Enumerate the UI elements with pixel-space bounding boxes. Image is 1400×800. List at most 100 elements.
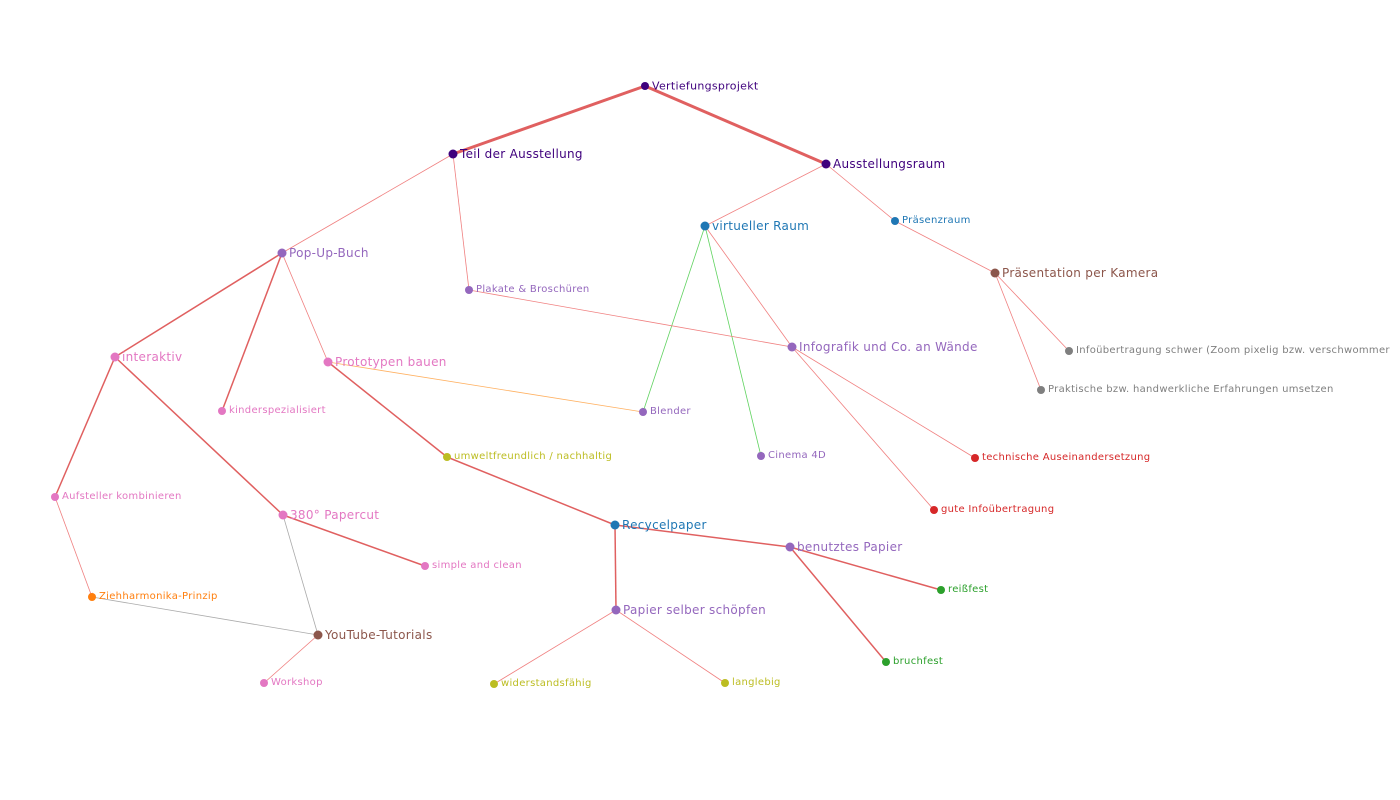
node-label[interactable]: simple and clean — [432, 560, 522, 571]
node-dot-n20[interactable] — [278, 510, 288, 520]
edge-n12-n16 — [327, 361, 448, 458]
node-dot-n1[interactable] — [448, 149, 458, 159]
edge-n12-n14 — [327, 361, 644, 413]
edge-n3-n15 — [704, 225, 762, 457]
edge-n21-n22 — [614, 524, 791, 548]
edge-n9-n10 — [468, 289, 793, 348]
node-label[interactable]: Infografik und Co. an Wände — [799, 340, 978, 354]
node-label[interactable]: Blender — [650, 406, 691, 417]
node-label[interactable]: kinderspezialisiert — [229, 405, 326, 416]
edges-layer — [54, 84, 1070, 685]
node-dot-n26[interactable] — [611, 605, 621, 615]
node-label[interactable]: Ausstellungsraum — [833, 157, 946, 171]
node-label[interactable]: 380° Papercut — [290, 508, 380, 522]
node-label[interactable]: Aufsteller kombinieren — [62, 491, 182, 502]
edge-n3-n14 — [642, 225, 706, 413]
node-label[interactable]: Vertiefungsprojekt — [652, 79, 759, 93]
node-label[interactable]: Papier selber schöpfen — [623, 603, 767, 617]
node-dot-n25[interactable] — [88, 593, 96, 601]
node-label[interactable]: Prototypen bauen — [335, 355, 447, 369]
node-label[interactable]: YouTube-Tutorials — [325, 628, 433, 642]
edge-n10-n18 — [791, 346, 935, 511]
edge-n3-n10 — [704, 225, 793, 348]
node-label[interactable]: interaktiv — [122, 350, 183, 364]
node-dot-n29[interactable] — [260, 679, 268, 687]
edge-n8-n11 — [114, 252, 283, 358]
node-dot-n10[interactable] — [787, 342, 797, 352]
node-dot-n7[interactable] — [1037, 386, 1045, 394]
edge-n2-n3 — [704, 163, 827, 227]
edge-n2-n4 — [825, 163, 896, 222]
node-dot-n30[interactable] — [490, 680, 498, 688]
edge-n20-n23 — [282, 514, 426, 567]
edge-n0-n1 — [452, 84, 646, 156]
nodes-layer — [51, 82, 1073, 688]
edge-n1-n9 — [452, 153, 470, 291]
edge-n21-n26 — [614, 524, 617, 611]
node-dot-n4[interactable] — [891, 217, 899, 225]
node-dot-n6[interactable] — [1065, 347, 1073, 355]
node-label[interactable]: bruchfest — [893, 656, 944, 667]
edge-n11-n20 — [114, 356, 284, 516]
edge-n26-n30 — [493, 609, 617, 685]
node-label[interactable]: Präsenzraum — [902, 215, 971, 226]
edge-n25-n27 — [91, 596, 319, 637]
node-label[interactable]: umweltfreundlich / nachhaltig — [454, 451, 613, 462]
edge-n22-n24 — [789, 546, 942, 591]
edge-n19-n25 — [54, 496, 93, 598]
node-dot-n11[interactable] — [110, 352, 120, 362]
edge-n8-n13 — [221, 252, 283, 412]
node-label[interactable]: gute Infoübertragung — [941, 504, 1055, 515]
node-label[interactable]: technische Auseinandersetzung — [982, 452, 1151, 463]
node-label[interactable]: Recycelpaper — [622, 518, 707, 532]
node-label[interactable]: Infoübertragung schwer (Zoom pixelig bzw… — [1076, 345, 1390, 356]
node-dot-n24[interactable] — [937, 586, 945, 594]
node-label[interactable]: Präsentation per Kamera — [1002, 266, 1159, 280]
edge-n4-n5 — [894, 220, 996, 274]
node-dot-n31[interactable] — [721, 679, 729, 687]
node-dot-n5[interactable] — [990, 268, 1000, 278]
node-label[interactable]: langlebig — [732, 677, 781, 688]
edge-n20-n27 — [282, 514, 319, 636]
node-label[interactable]: widerstandsfähig — [501, 678, 592, 689]
node-label[interactable]: Praktische bzw. handwerkliche Erfahrunge… — [1048, 384, 1334, 395]
node-label[interactable]: Cinema 4D — [768, 450, 827, 461]
edge-n8-n12 — [281, 252, 329, 363]
node-dot-n27[interactable] — [313, 630, 323, 640]
node-dot-n19[interactable] — [51, 493, 59, 501]
edge-n22-n28 — [789, 546, 887, 663]
node-label[interactable]: virtueller Raum — [712, 219, 810, 233]
node-label[interactable]: Teil der Ausstellung — [460, 147, 583, 161]
node-dot-n16[interactable] — [443, 453, 451, 461]
node-dot-n22[interactable] — [785, 542, 795, 552]
node-dot-n28[interactable] — [882, 658, 890, 666]
node-label[interactable]: Pop-Up-Buch — [289, 246, 369, 260]
node-label[interactable]: benutztes Papier — [797, 540, 903, 554]
edge-n16-n21 — [446, 456, 616, 526]
node-dot-n3[interactable] — [700, 221, 710, 231]
node-dot-n15[interactable] — [757, 452, 765, 460]
edge-n11-n19 — [54, 356, 116, 498]
node-dot-n23[interactable] — [421, 562, 429, 570]
node-dot-n14[interactable] — [639, 408, 647, 416]
edge-n5-n7 — [994, 272, 1042, 391]
node-dot-n21[interactable] — [610, 520, 620, 530]
node-dot-n12[interactable] — [323, 357, 333, 367]
node-dot-n2[interactable] — [821, 159, 831, 169]
node-dot-n8[interactable] — [277, 248, 287, 258]
node-label[interactable]: Ziehharmonika-Prinzip — [99, 591, 218, 602]
node-dot-n13[interactable] — [218, 407, 226, 415]
node-dot-n17[interactable] — [971, 454, 979, 462]
edge-n27-n29 — [263, 634, 319, 684]
edge-n10-n17 — [791, 346, 976, 459]
node-label[interactable]: reißfest — [948, 584, 989, 595]
node-dot-n9[interactable] — [465, 286, 473, 294]
node-dot-n18[interactable] — [930, 506, 938, 514]
edge-n1-n8 — [281, 153, 454, 254]
edge-n0-n2 — [644, 84, 827, 166]
node-label[interactable]: Workshop — [271, 677, 323, 688]
node-dot-n0[interactable] — [641, 82, 649, 90]
edge-n5-n6 — [994, 272, 1070, 352]
node-label[interactable]: Plakate & Broschüren — [476, 284, 590, 295]
